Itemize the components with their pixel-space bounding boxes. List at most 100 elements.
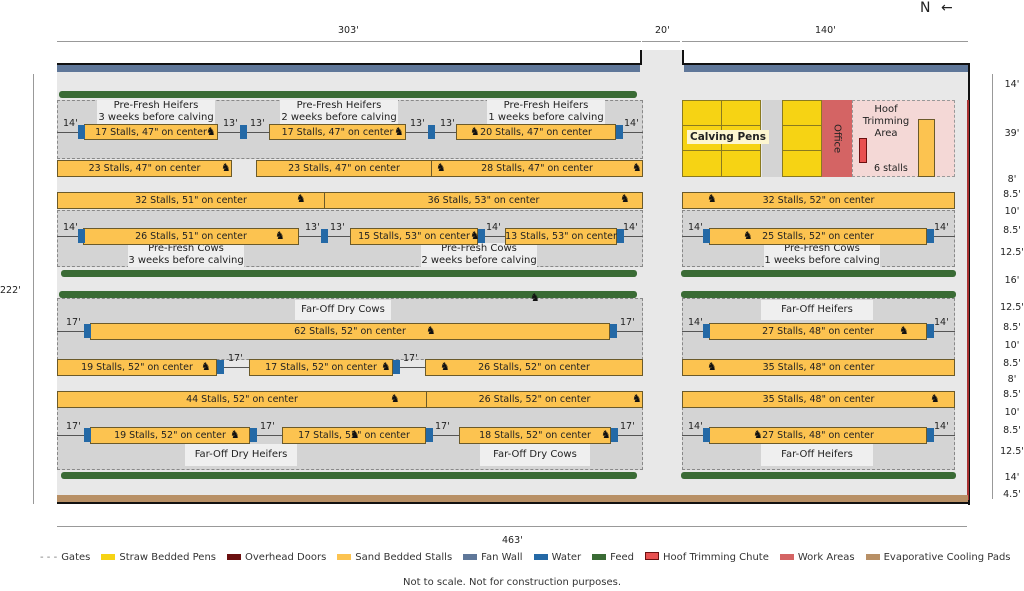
feed-lane [59, 91, 637, 98]
stall-row: 18 Stalls, 52" on center [459, 427, 611, 444]
gap-label: 14' [934, 222, 949, 233]
water-trough [703, 229, 710, 243]
dim-right: 8.5' [1003, 189, 1021, 200]
calving-pen [782, 125, 822, 151]
stall-row: 17 Stalls, 52" on center [249, 359, 393, 376]
dim-line-463 [57, 526, 967, 527]
dim-right: 10' [1004, 206, 1020, 217]
office-label: Office [831, 123, 843, 154]
water-trough [84, 324, 91, 338]
legend-item: Work Areas [779, 552, 855, 563]
feed-lane [681, 270, 956, 277]
dim-right: 16' [1004, 275, 1020, 286]
center-alley-entrance [642, 50, 682, 70]
gap-label: 17' [66, 421, 81, 432]
dim-20: 20' [655, 25, 670, 36]
cow-brush-icon: ♞ [230, 428, 240, 441]
gap-label: 17' [228, 353, 243, 364]
water-trough [240, 125, 247, 139]
gap-label: 13' [305, 222, 320, 233]
wall-top-left [57, 63, 642, 65]
dim-right: 8.5' [1003, 389, 1021, 400]
calving-pen [721, 150, 761, 177]
stall-row: 26 Stalls, 52" on center [425, 359, 643, 376]
gap-arrow [433, 435, 459, 436]
water-trough [703, 324, 710, 338]
dim-right: 8.5' [1003, 225, 1021, 236]
water-trough [84, 428, 91, 442]
pen-label: Far-Off Heifers [761, 444, 873, 466]
gap-label: 14' [624, 118, 639, 129]
gap-arrow [57, 132, 78, 133]
dim-right: 8' [1007, 374, 1017, 385]
dim-line-303 [57, 41, 641, 42]
feed-lane [61, 270, 637, 277]
swatch-icon [865, 554, 880, 560]
gap-label: 13' [330, 222, 345, 233]
gap-arrow [299, 236, 321, 237]
wall-bottom [57, 502, 970, 504]
stall-row: 35 Stalls, 48" on center [682, 391, 955, 408]
wall [682, 50, 684, 65]
swatch-icon [779, 554, 794, 560]
dim-right: 8.5' [1003, 358, 1021, 369]
dim-right: 39' [1004, 128, 1020, 139]
stall-row: 17 Stalls, 47" on center [84, 124, 218, 140]
water-trough [393, 360, 400, 374]
gap-label: 14' [63, 222, 78, 233]
cow-brush-icon: ♞ [632, 161, 642, 174]
feed-lane [681, 472, 956, 479]
gap-arrow [934, 435, 955, 436]
dim-right: 12.5' [1000, 446, 1024, 457]
legend-item: Feed [592, 552, 634, 563]
cow-brush-icon: ♞ [470, 229, 480, 242]
stall-row: 23 Stalls, 47" on center [256, 160, 432, 177]
north-label: N [920, 0, 931, 16]
gap-arrow [934, 236, 955, 237]
office [822, 100, 852, 177]
cow-brush-icon: ♞ [394, 125, 404, 138]
swatch-icon [227, 554, 241, 560]
gap-label: 17' [620, 317, 635, 328]
stall-row: 13 Stalls, 53" on center [505, 228, 617, 245]
fan-wall-left [57, 65, 640, 72]
swatch-icon [463, 554, 478, 560]
gap-arrow [682, 236, 703, 237]
gap-arrow [57, 331, 84, 332]
gap-label: 13' [410, 118, 425, 129]
dim-140: 140' [815, 25, 836, 36]
gap-arrow [485, 236, 505, 237]
dim-right: 8.5' [1003, 322, 1021, 333]
swatch-icon [533, 554, 548, 560]
stall-row: 25 Stalls, 52" on center [709, 228, 927, 245]
water-trough [78, 125, 85, 139]
cow-brush-icon: ♞ [530, 291, 540, 304]
gap-arrow [328, 236, 350, 237]
gap-arrow [682, 435, 703, 436]
calving-alley [762, 100, 782, 177]
cow-brush-icon: ♞ [899, 324, 909, 337]
gap-label: 17' [260, 421, 275, 432]
swatch-icon [337, 554, 352, 560]
cow-brush-icon: ♞ [381, 360, 391, 373]
footnote: Not to scale. Not for construction purpo… [402, 577, 622, 588]
dim-line-20 [642, 41, 680, 42]
legend-item: Evaporative Cooling Pads [865, 552, 1011, 563]
dim-right: 12.5' [1000, 247, 1024, 258]
water-trough [927, 324, 934, 338]
overhead-door [967, 100, 969, 500]
hoof-stalls-label: 6 stalls [874, 163, 908, 174]
water-trough [217, 360, 224, 374]
pen-label: Far-Off Dry Cows [480, 444, 590, 466]
dim-right: 12.5' [1000, 302, 1024, 313]
stall-row: 19 Stalls, 52" on center [90, 427, 250, 444]
stall-row: 15 Stalls, 53" on center [350, 228, 478, 245]
feed-lane [61, 472, 637, 479]
dim-right: 14' [1004, 79, 1020, 90]
legend-item: Sand Bedded Stalls [337, 552, 452, 563]
wall-right [968, 63, 970, 505]
wall-top-right [682, 63, 970, 65]
stall-row: 44 Stalls, 52" on center [57, 391, 427, 408]
